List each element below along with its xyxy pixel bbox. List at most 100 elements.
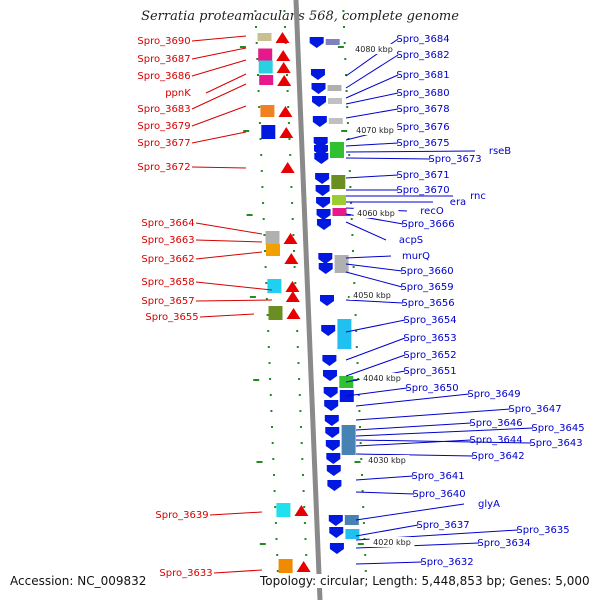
reverse-gene-arrow[interactable] xyxy=(323,370,337,381)
reverse-gene-arrow[interactable] xyxy=(316,219,331,230)
reverse-gene-arrow[interactable] xyxy=(326,453,341,464)
reverse-gene-arrow[interactable] xyxy=(324,415,339,426)
reverse-gene-block[interactable] xyxy=(328,118,343,124)
gene-label-right[interactable]: rseB xyxy=(489,146,511,157)
gene-label-right[interactable]: Spro_3646 xyxy=(469,418,522,429)
reverse-gene-arrow[interactable] xyxy=(312,96,327,107)
gene-label-right[interactable]: Spro_3660 xyxy=(400,266,453,277)
reverse-gene-block[interactable] xyxy=(332,208,347,216)
gene-label-right[interactable]: Spro_3670 xyxy=(396,185,449,196)
reverse-gene-block[interactable] xyxy=(331,175,346,189)
reverse-gene-arrow[interactable] xyxy=(318,263,333,274)
forward-gene-arrow[interactable] xyxy=(279,127,294,138)
gene-label-right[interactable]: glyA xyxy=(478,499,500,510)
reverse-gene-arrow[interactable] xyxy=(316,197,331,208)
gene-label-left[interactable]: Spro_3639 xyxy=(155,510,208,521)
forward-gene-arrow[interactable] xyxy=(285,281,300,292)
gene-label-left[interactable]: Spro_3655 xyxy=(145,312,198,323)
reverse-gene-block[interactable] xyxy=(344,515,359,525)
gene-label-right[interactable]: Spro_3645 xyxy=(531,423,584,434)
gene-label-left[interactable]: Spro_3663 xyxy=(141,235,194,246)
forward-gene-block[interactable] xyxy=(260,105,275,117)
reverse-gene-block[interactable] xyxy=(325,39,340,45)
forward-gene-arrow[interactable] xyxy=(296,561,311,572)
gene-label-right[interactable]: Spro_3680 xyxy=(396,88,449,99)
gene-label-right[interactable]: Spro_3671 xyxy=(396,170,449,181)
forward-gene-arrow[interactable] xyxy=(284,253,299,264)
reverse-gene-arrow[interactable] xyxy=(320,295,334,306)
forward-gene-block[interactable] xyxy=(258,48,273,62)
reverse-gene-arrow[interactable] xyxy=(325,427,340,438)
reverse-gene-arrow[interactable] xyxy=(312,116,327,127)
gene-label-left[interactable]: Spro_3658 xyxy=(141,277,194,288)
reverse-gene-arrow[interactable] xyxy=(315,185,330,196)
forward-gene-arrow[interactable] xyxy=(275,32,290,43)
gene-label-right[interactable]: murQ xyxy=(402,251,430,262)
reverse-gene-arrow[interactable] xyxy=(310,69,325,80)
gene-label-right[interactable]: Spro_3644 xyxy=(469,435,522,446)
gene-label-right[interactable]: Spro_3637 xyxy=(416,520,469,531)
reverse-gene-arrow[interactable] xyxy=(328,515,343,526)
gene-label-left[interactable]: Spro_3657 xyxy=(141,296,194,307)
gene-label-right[interactable]: era xyxy=(450,197,466,208)
reverse-gene-block[interactable] xyxy=(341,425,356,455)
reverse-gene-block[interactable] xyxy=(332,195,346,205)
gene-label-left[interactable]: Spro_3672 xyxy=(137,162,190,173)
gene-label-right[interactable]: Spro_3676 xyxy=(396,122,449,133)
reverse-gene-block[interactable] xyxy=(337,319,352,349)
forward-gene-block[interactable] xyxy=(268,306,283,320)
gene-label-left[interactable]: Spro_3633 xyxy=(159,568,212,579)
forward-gene-block[interactable] xyxy=(276,503,291,517)
reverse-gene-arrow[interactable] xyxy=(329,543,344,554)
forward-gene-arrow[interactable] xyxy=(285,291,300,302)
reverse-gene-block[interactable] xyxy=(334,255,349,273)
reverse-gene-block[interactable] xyxy=(345,529,360,539)
reverse-gene-arrow[interactable] xyxy=(323,387,338,398)
forward-gene-block[interactable] xyxy=(267,279,282,293)
gene-label-left[interactable]: Spro_3683 xyxy=(137,104,190,115)
reverse-gene-arrow[interactable] xyxy=(314,153,329,164)
gene-label-left[interactable]: Spro_3690 xyxy=(137,36,190,47)
gene-label-left[interactable]: ppnK xyxy=(165,88,191,99)
gene-label-right[interactable]: Spro_3635 xyxy=(516,525,569,536)
forward-gene-arrow[interactable] xyxy=(280,162,295,173)
gene-label-right[interactable]: Spro_3640 xyxy=(412,489,465,500)
gene-label-right[interactable]: Spro_3682 xyxy=(396,50,449,61)
forward-gene-block[interactable] xyxy=(266,244,280,256)
gene-label-right[interactable]: Spro_3649 xyxy=(467,389,520,400)
gene-label-right[interactable]: Spro_3653 xyxy=(403,333,456,344)
gene-label-right[interactable]: rnc xyxy=(470,191,486,202)
reverse-gene-arrow[interactable] xyxy=(325,440,340,451)
reverse-gene-arrow[interactable] xyxy=(324,400,339,411)
gene-label-right[interactable]: Spro_3632 xyxy=(420,557,473,568)
forward-gene-arrow[interactable] xyxy=(294,505,309,516)
forward-gene-block[interactable] xyxy=(261,125,276,139)
forward-gene-block[interactable] xyxy=(259,75,274,85)
gene-label-right[interactable]: Spro_3642 xyxy=(471,451,524,462)
gene-label-right[interactable]: Spro_3684 xyxy=(396,34,449,45)
gene-label-right[interactable]: Spro_3650 xyxy=(405,383,458,394)
forward-gene-arrow[interactable] xyxy=(278,106,293,117)
gene-label-right[interactable]: acpS xyxy=(399,235,423,246)
reverse-gene-arrow[interactable] xyxy=(316,209,331,220)
gene-label-right[interactable]: Spro_3643 xyxy=(529,438,582,449)
forward-gene-block[interactable] xyxy=(265,231,280,245)
gene-label-left[interactable]: Spro_3662 xyxy=(141,254,194,265)
gene-label-left[interactable]: Spro_3677 xyxy=(137,138,190,149)
gene-labels[interactable]: Spro_3690Spro_3687Spro_3686ppnKSpro_3683… xyxy=(137,34,584,579)
forward-gene-arrow[interactable] xyxy=(276,62,291,73)
reverse-gene-arrow[interactable] xyxy=(311,83,326,94)
reverse-gene-block[interactable] xyxy=(327,85,342,91)
reverse-gene-arrow[interactable] xyxy=(321,325,336,336)
gene-label-right[interactable]: Spro_3673 xyxy=(428,154,481,165)
forward-gene-block[interactable] xyxy=(257,33,272,41)
forward-gene-arrow[interactable] xyxy=(286,308,301,319)
gene-label-left[interactable]: Spro_3679 xyxy=(137,121,190,132)
forward-gene-arrow[interactable] xyxy=(277,75,292,86)
forward-gene-arrow[interactable] xyxy=(283,233,298,244)
forward-gene-arrow[interactable] xyxy=(276,50,291,61)
forward-gene-block[interactable] xyxy=(258,60,273,74)
gene-label-right[interactable]: Spro_3678 xyxy=(396,104,449,115)
reverse-gene-arrow[interactable] xyxy=(315,173,330,184)
